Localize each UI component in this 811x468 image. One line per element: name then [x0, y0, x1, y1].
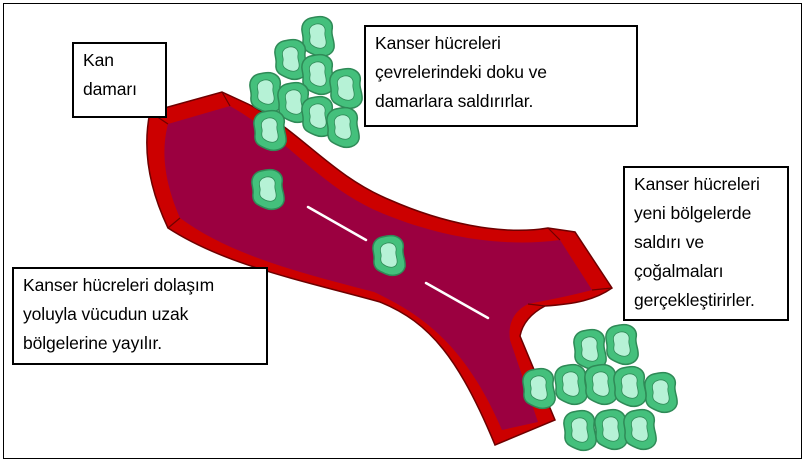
label-line: bölgelerine yayılır.	[23, 329, 258, 358]
cancer-cell-icon	[330, 69, 362, 109]
cancer-cell-icon	[373, 236, 405, 276]
cancer-cell-icon	[555, 365, 587, 405]
label-line: gerçekleştirirler.	[634, 286, 779, 315]
label-blood-vessel: Kan damarı	[72, 42, 167, 118]
cancer-cell-icon	[624, 410, 656, 450]
label-line: damarlara saldırırlar.	[375, 87, 628, 116]
cancer-cell-icon	[585, 365, 617, 405]
cancer-cells-top-cluster	[250, 17, 362, 151]
cancer-cell-icon	[606, 325, 638, 365]
label-line: damarı	[83, 75, 157, 104]
cancer-cell-icon	[595, 410, 627, 450]
cancer-cells-bottom-cluster	[523, 325, 677, 451]
cancer-cell-icon	[564, 411, 596, 451]
label-line: Kanser hücreleri dolaşım	[23, 271, 258, 300]
cancer-cell-icon	[523, 369, 555, 409]
label-circulation: Kanser hücreleri dolaşım yoluyla vücudun…	[12, 267, 268, 365]
cancer-cell-icon	[614, 367, 646, 407]
label-line: Kanser hücreleri	[634, 170, 779, 199]
cancer-cell-icon	[327, 108, 359, 148]
label-line: saldırı ve	[634, 228, 779, 257]
cancer-cell-icon	[254, 111, 286, 151]
label-attack-tissue: Kanser hücreleri çevrelerindeki doku ve …	[364, 25, 638, 127]
cancer-cell-icon	[250, 73, 282, 113]
label-line: Kan	[83, 46, 157, 75]
cancer-cell-icon	[574, 330, 606, 370]
label-new-regions: Kanser hücreleri yeni bölgelerde saldırı…	[623, 166, 789, 321]
cancer-cell-icon	[645, 373, 677, 413]
label-line: yeni bölgelerde	[634, 199, 779, 228]
label-line: yoluyla vücudun uzak	[23, 300, 258, 329]
cancer-cell-icon	[252, 170, 284, 210]
cancer-cell-icon	[302, 17, 334, 57]
label-line: Kanser hücreleri	[375, 29, 628, 58]
label-line: çevrelerindeki doku ve	[375, 58, 628, 87]
label-line: çoğalmaları	[634, 257, 779, 286]
